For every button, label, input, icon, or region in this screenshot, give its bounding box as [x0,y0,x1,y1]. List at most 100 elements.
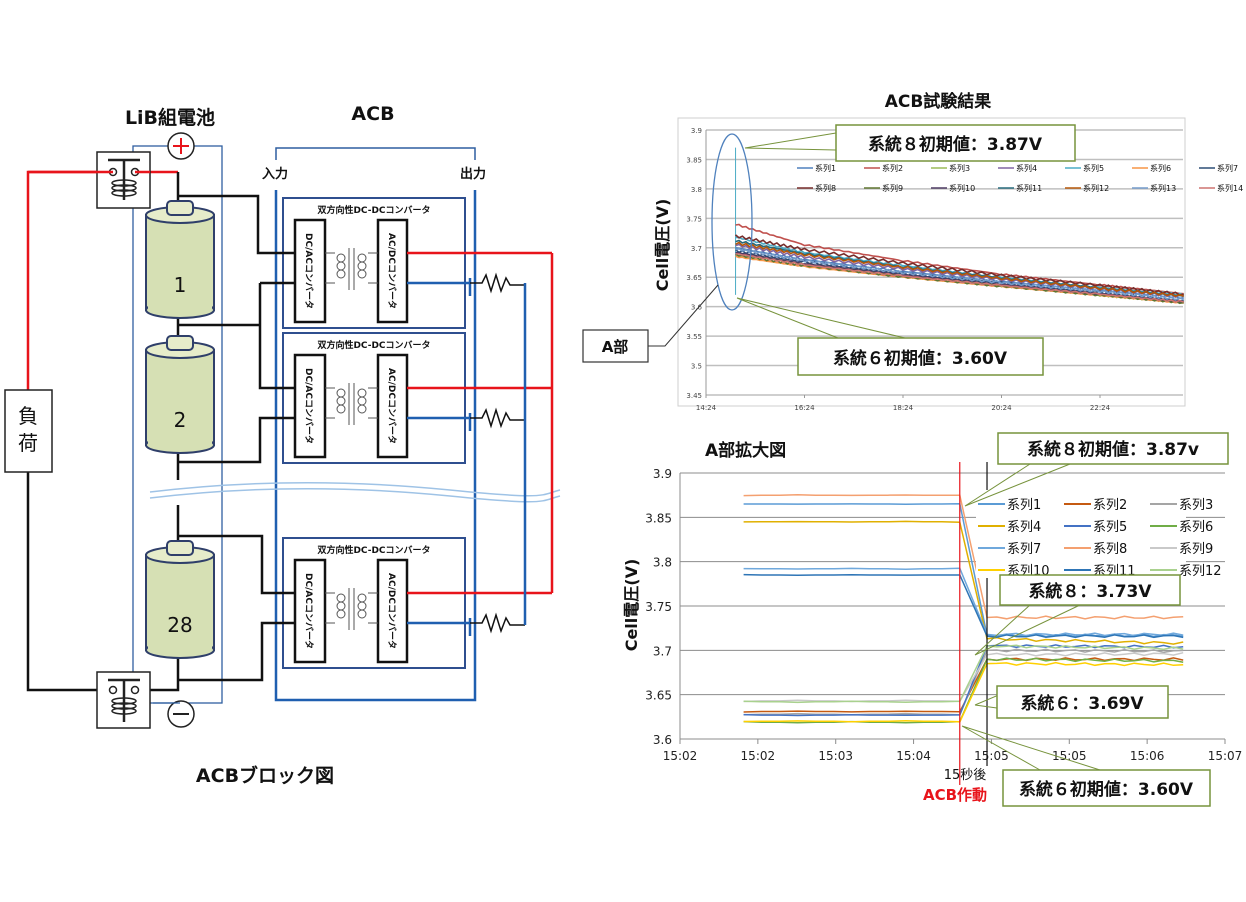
coil-turn [357,404,367,414]
cell-number: 2 [174,408,187,432]
y-tick-label: 3.9 [691,127,702,135]
negative-output-wire [407,278,472,296]
legend-item: 系列12 [1065,183,1109,193]
series-line-11 [743,573,1184,639]
coil-turn [357,609,367,619]
legend-item: 系列5 [1064,520,1127,535]
legend-item: 系列10 [931,183,975,193]
legend-label: 系列5 [1083,163,1104,173]
dc-ac-converter-box [293,353,327,459]
break-mark [149,488,561,503]
relay-icon [28,151,151,209]
dc-ac-label: DC/ACコンバータ [303,233,315,309]
acb-bracket [275,147,476,160]
callout-text: 系統６初期値：3.60V [833,348,1008,369]
legend-item: 系列8 [797,183,836,193]
series-line-10 [743,661,1184,723]
y-tick-label: 3.65 [686,274,702,282]
acb-bus [274,190,477,702]
ac-dc-converter-box [376,353,409,459]
dc-ac-label: DC/ACコンバータ [303,573,315,649]
legend-label: 系列11 [1016,183,1042,193]
wire [178,534,295,595]
x-tick-label: 15:02 [741,749,776,763]
y-tick-label: 3.85 [645,511,672,525]
x-tick-label: 20:24 [991,404,1012,412]
chart-frame [677,117,1186,407]
ac-dc-label: AC/DCコンバータ [386,233,398,309]
x-tick-label: 15:05 [974,749,1009,763]
axes: 3.93.853.83.753.73.653.63.553.53.4514:24… [686,127,1183,412]
transformer-core [325,383,378,425]
legend-label: 系列5 [1093,520,1127,535]
legend-item: 系列11 [998,183,1042,193]
legend-label: 系列6 [1179,520,1213,535]
y-tick-label: 3.6 [653,733,672,747]
lib-pack-label: LiB組電池 [125,106,215,129]
acb-test-result-chart: ACB試験結果 Cell電圧(V) 3.93.853.83.753.73.653… [653,91,1243,412]
ac-dc-label: AC/DCコンバータ [386,368,398,444]
callout-text: 系統８初期値：3.87v [1027,439,1199,460]
callout-text: 系統６初期値：3.60V [1019,779,1194,800]
legend-label: 系列13 [1150,183,1176,193]
relay-icon [96,671,151,729]
callout-zoom-after8: 系統８：3.73V [974,574,1181,656]
a-part-zoom-chart: A部拡大図 Cell電圧(V) 3.93.853.83.753.73.653.6… [622,440,1242,804]
legend-item: 系列5 [1065,163,1104,173]
cell-number: 1 [174,273,187,297]
wire [178,281,295,390]
converter-label: 双方向性DC-DCコンバータ [317,544,430,556]
ac-dc-converter-box [376,558,409,664]
callout-text: 系統８初期値：3.87V [868,134,1043,155]
legend-item: 系列12 [1150,564,1222,579]
legend-item: 系列8 [1064,542,1127,557]
cell-body [145,349,215,446]
callout-zoom-init8: 系統８初期値：3.87v [964,432,1229,507]
y-tick-label: 3.6 [691,304,703,312]
battery-cell-2: 2 [145,335,215,454]
legend-item: 系列6 [1150,520,1213,535]
after-15s-label: 15秒後 [944,768,987,783]
load-label-1: 負 [18,404,38,428]
cell-cap [166,335,194,351]
minus-terminal-icon [167,700,195,728]
callout-top-init8: 系統８初期値：3.87V [744,124,1076,162]
legend-label: 系列9 [882,183,903,193]
acb-activation-label: ACB作動 [923,786,987,804]
y-tick-label: 3.45 [686,392,702,400]
y-axis-label: Cell電圧(V) [622,559,641,652]
series-line-14 [735,253,1184,303]
x-tick-label: 15:02 [663,749,698,763]
callout-zoom-init6: 系統６初期値：3.60V [961,725,1211,807]
series-line-7 [743,567,1184,637]
cell-body-fill [148,640,212,650]
transformer-icon [325,588,378,630]
x-tick-label: 15:07 [1208,749,1243,763]
legend-label: 系列1 [815,163,836,173]
negative-output-wire [407,413,472,431]
legend-label: 系列10 [949,183,975,193]
legend-label: 系列8 [815,183,836,193]
legend-label: 系列12 [1083,183,1109,193]
y-tick-label: 3.9 [653,467,672,481]
series-line-12 [743,644,1184,704]
cell-number: 28 [167,613,192,637]
y-tick-label: 3.8 [691,186,702,194]
series-lines [743,462,1184,785]
transformer-icon [325,383,378,425]
legend-item: 系列13 [1132,183,1176,193]
series-line-8 [734,234,1184,296]
legend-label: 系列4 [1016,163,1037,173]
acb-block-diagram: LiB組電池 ACB 入力 出力 [4,103,561,787]
a-part-marker: A部 [582,133,753,363]
resistor-icon [470,272,525,294]
legend-label: 系列14 [1217,183,1243,193]
break-mark [149,482,561,497]
output-label: 出力 [460,166,486,182]
callout-text: 系統６：3.69V [1020,693,1144,714]
x-tick-label: 22:24 [1090,404,1111,412]
